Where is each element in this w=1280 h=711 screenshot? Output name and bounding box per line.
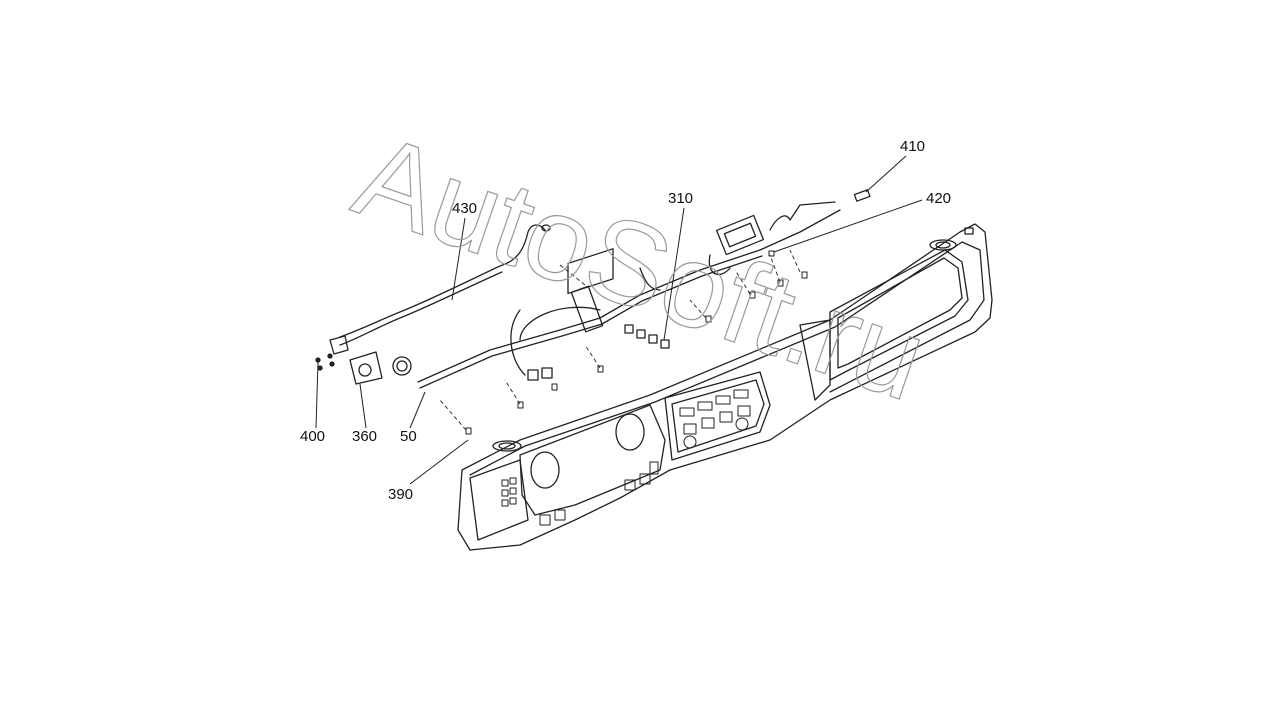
leader-400	[315, 361, 319, 429]
clips	[465, 250, 808, 435]
callout-310: 310	[668, 190, 694, 207]
callout-390: 390	[388, 486, 414, 503]
callout-420: 420	[926, 190, 952, 207]
callout-360: 360	[352, 428, 378, 445]
leader-310	[663, 207, 685, 341]
leader-50	[409, 391, 426, 429]
screws-400	[315, 353, 335, 371]
leader-360	[359, 383, 367, 429]
callout-50: 50	[400, 428, 417, 445]
leader-420	[773, 199, 923, 253]
leader-430	[451, 217, 466, 301]
main-harness	[339, 189, 871, 389]
bracket-360	[329, 335, 412, 385]
callout-430: 430	[452, 200, 478, 217]
dashboard-panel	[457, 223, 993, 551]
callout-410: 410	[900, 138, 926, 155]
leader-410	[865, 155, 907, 193]
callout-400: 400	[300, 428, 326, 445]
leader-390	[409, 439, 469, 485]
